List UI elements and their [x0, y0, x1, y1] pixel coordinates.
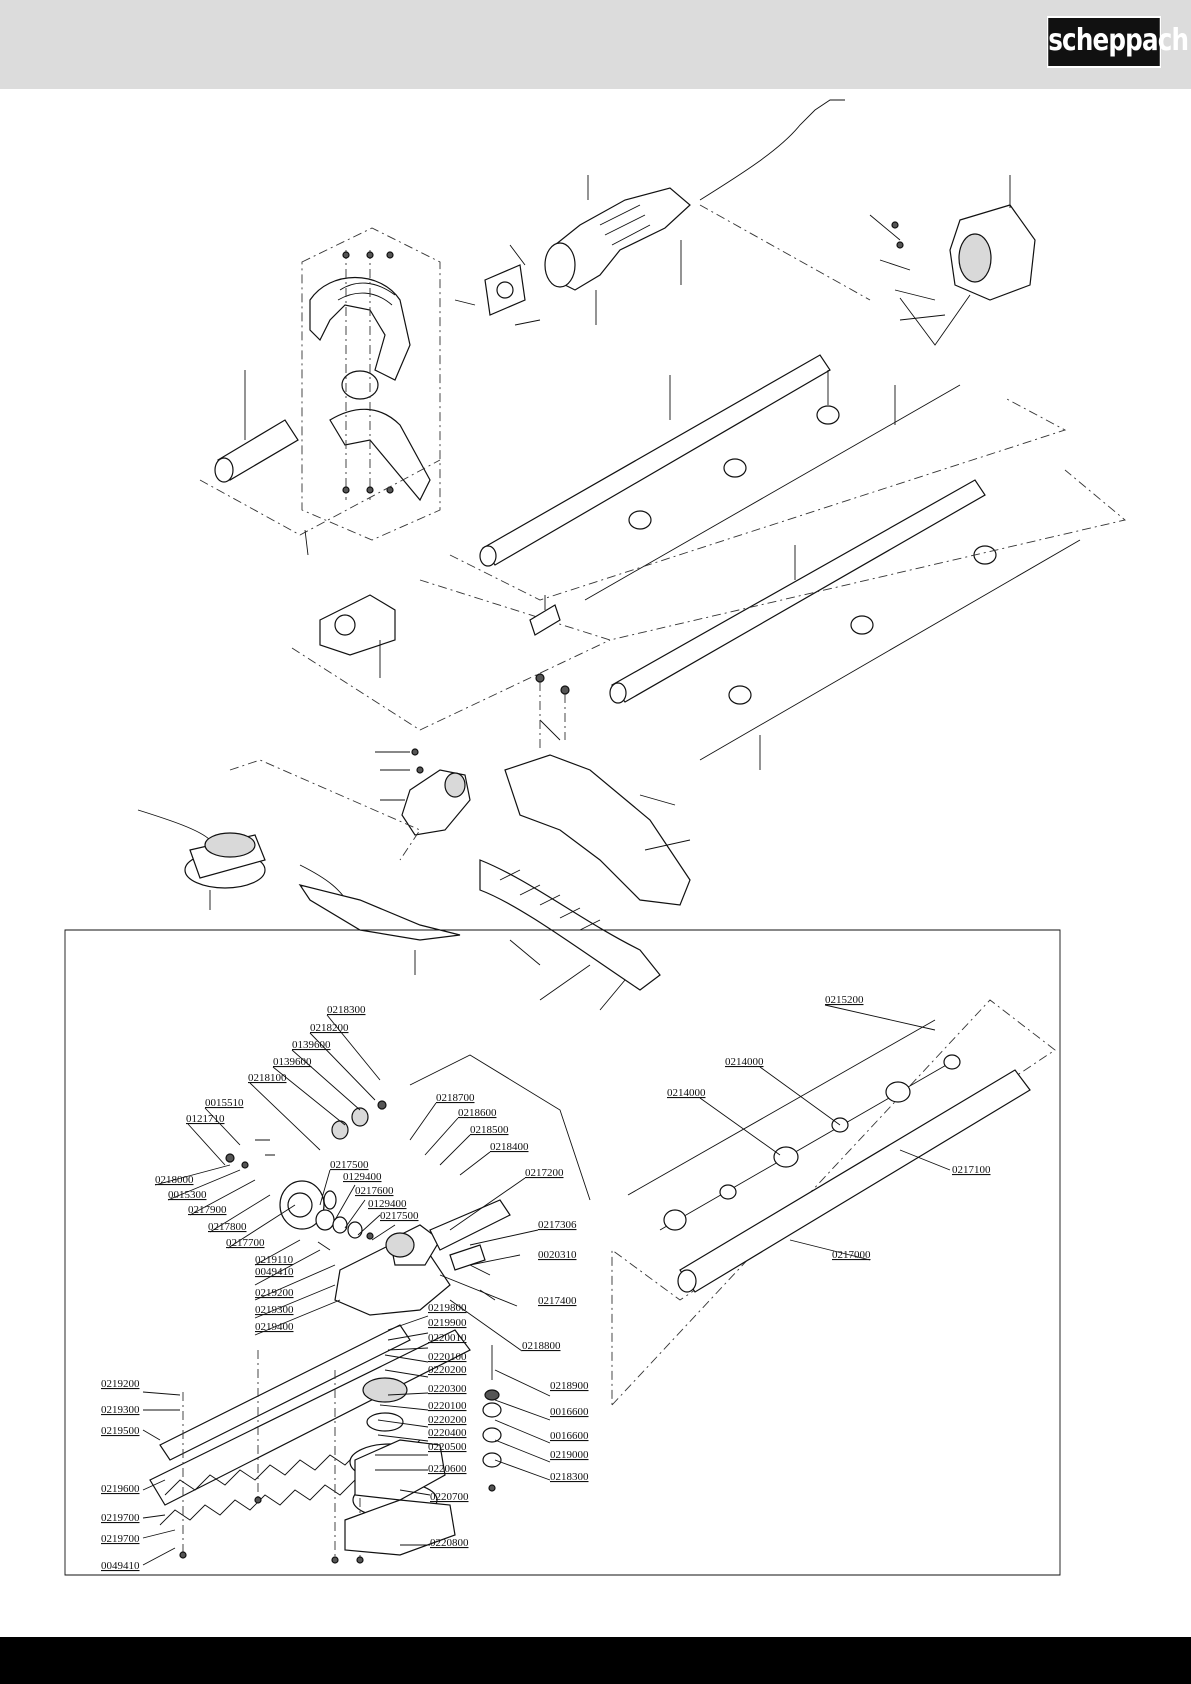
label-0218300: 0218300 [327, 1004, 366, 1016]
label-0220700: 0220700 [430, 1491, 469, 1503]
label-0219600: 0219600 [101, 1483, 140, 1495]
label-0219800: 0219800 [428, 1302, 467, 1314]
screws [179, 1350, 364, 1564]
label-0218400: 0218400 [490, 1141, 529, 1153]
shaft-clamp [304, 529, 396, 678]
label-0121710: 0121710 [186, 1113, 225, 1125]
label-0218100: 0218100 [248, 1072, 287, 1084]
label-0218800: 0218800 [522, 1340, 561, 1352]
label-0219200: 0219200 [255, 1287, 294, 1299]
label-0220500: 0220500 [428, 1441, 467, 1453]
label-0015510: 0015510 [205, 1097, 244, 1109]
label-0049410: 0049410 [255, 1266, 294, 1278]
label-0220800: 0220800 [430, 1537, 469, 1549]
engine-housing [869, 175, 1036, 346]
label-0016600: 0016600 [550, 1430, 589, 1442]
upper-drive-shaft [584, 370, 961, 601]
label-0219300: 0219300 [101, 1404, 140, 1416]
label-0219700: 0219700 [101, 1533, 140, 1545]
label-0215200: 0215200 [825, 994, 864, 1006]
label-0219900: 0219900 [428, 1317, 467, 1329]
safety-guard [479, 673, 691, 1011]
label-0217306: 0217306 [538, 1219, 577, 1231]
label-0020310: 0020310 [538, 1249, 577, 1261]
label-0218300: 0218300 [550, 1471, 589, 1483]
label-0217600: 0217600 [355, 1185, 394, 1197]
label-0217500: 0217500 [330, 1159, 369, 1171]
label-0220010: 0220010 [428, 1332, 467, 1344]
label-0139600: 0139600 [273, 1056, 312, 1068]
leader-lines-left [142, 1014, 551, 1566]
header-bar [0, 0, 1191, 89]
label-0218600: 0218600 [458, 1107, 497, 1119]
label-0129400: 0129400 [343, 1171, 382, 1183]
label-0220100: 0220100 [428, 1351, 467, 1363]
extension-shaft-view [611, 999, 1056, 1407]
label-0214000: 0214000 [667, 1087, 706, 1099]
label-0139600: 0139600 [292, 1039, 331, 1051]
upper-tube [479, 354, 831, 567]
lower-tube [609, 479, 986, 704]
label-0217900: 0217900 [188, 1204, 227, 1216]
label-0214000: 0214000 [725, 1056, 764, 1068]
label-0217000: 0217000 [832, 1249, 871, 1261]
label-0217700: 0217700 [226, 1237, 265, 1249]
label-0220200: 0220200 [428, 1364, 467, 1376]
label-0218900: 0218900 [550, 1380, 589, 1392]
label-0220100: 0220100 [428, 1400, 467, 1412]
label-0220400: 0220400 [428, 1427, 467, 1439]
bearing-stack [469, 1264, 502, 1492]
part-labels-left: 0218300 0218200 0139600 0139600 0218100 … [101, 1004, 589, 1572]
label-0049410: 0049410 [101, 1560, 140, 1572]
extension-drive-shaft [627, 1019, 936, 1196]
handle-bracket [454, 244, 541, 326]
label-0217100: 0217100 [952, 1164, 991, 1176]
gear-head [375, 748, 471, 836]
throttle-handle [544, 175, 691, 325]
label-0219200: 0219200 [101, 1378, 140, 1390]
label-0219400: 0219400 [255, 1321, 294, 1333]
coupling-sleeve [529, 595, 561, 636]
label-0217200: 0217200 [525, 1167, 564, 1179]
part-labels-right: 0215200 0214000 0214000 0217100 0217000 [667, 994, 991, 1261]
footer-bar [0, 1637, 1191, 1684]
label-0219000: 0219000 [550, 1449, 589, 1461]
label-0219300: 0219300 [255, 1304, 294, 1316]
trimmer-spool [137, 809, 351, 910]
label-0218000: 0218000 [155, 1174, 194, 1186]
hedge-blades [149, 1324, 471, 1526]
label-0218500: 0218500 [470, 1124, 509, 1136]
label-0217800: 0217800 [208, 1221, 247, 1233]
label-0129400: 0129400 [368, 1198, 407, 1210]
label-0220200: 0220200 [428, 1414, 467, 1426]
grip-tube [214, 370, 299, 483]
label-0219110: 0219110 [255, 1254, 294, 1266]
gear-parts [225, 1100, 387, 1251]
label-0220600: 0220600 [428, 1463, 467, 1475]
label-0015300: 0015300 [168, 1189, 207, 1201]
label-0220300: 0220300 [428, 1383, 467, 1395]
lower-drive-shaft [699, 539, 1081, 770]
label-0217400: 0217400 [538, 1295, 577, 1307]
label-0016600: 0016600 [550, 1406, 589, 1418]
label-0219700: 0219700 [101, 1512, 140, 1524]
upper-exploded-view [137, 99, 1126, 1011]
cutting-blade [298, 884, 461, 975]
label-0217500: 0217500 [380, 1210, 419, 1222]
extension-tube [677, 1069, 1031, 1293]
front-handle-assembly [301, 227, 441, 541]
label-0218700: 0218700 [436, 1092, 475, 1104]
label-0219500: 0219500 [101, 1425, 140, 1437]
gear-housing [334, 1199, 511, 1316]
label-0218200: 0218200 [310, 1022, 349, 1034]
